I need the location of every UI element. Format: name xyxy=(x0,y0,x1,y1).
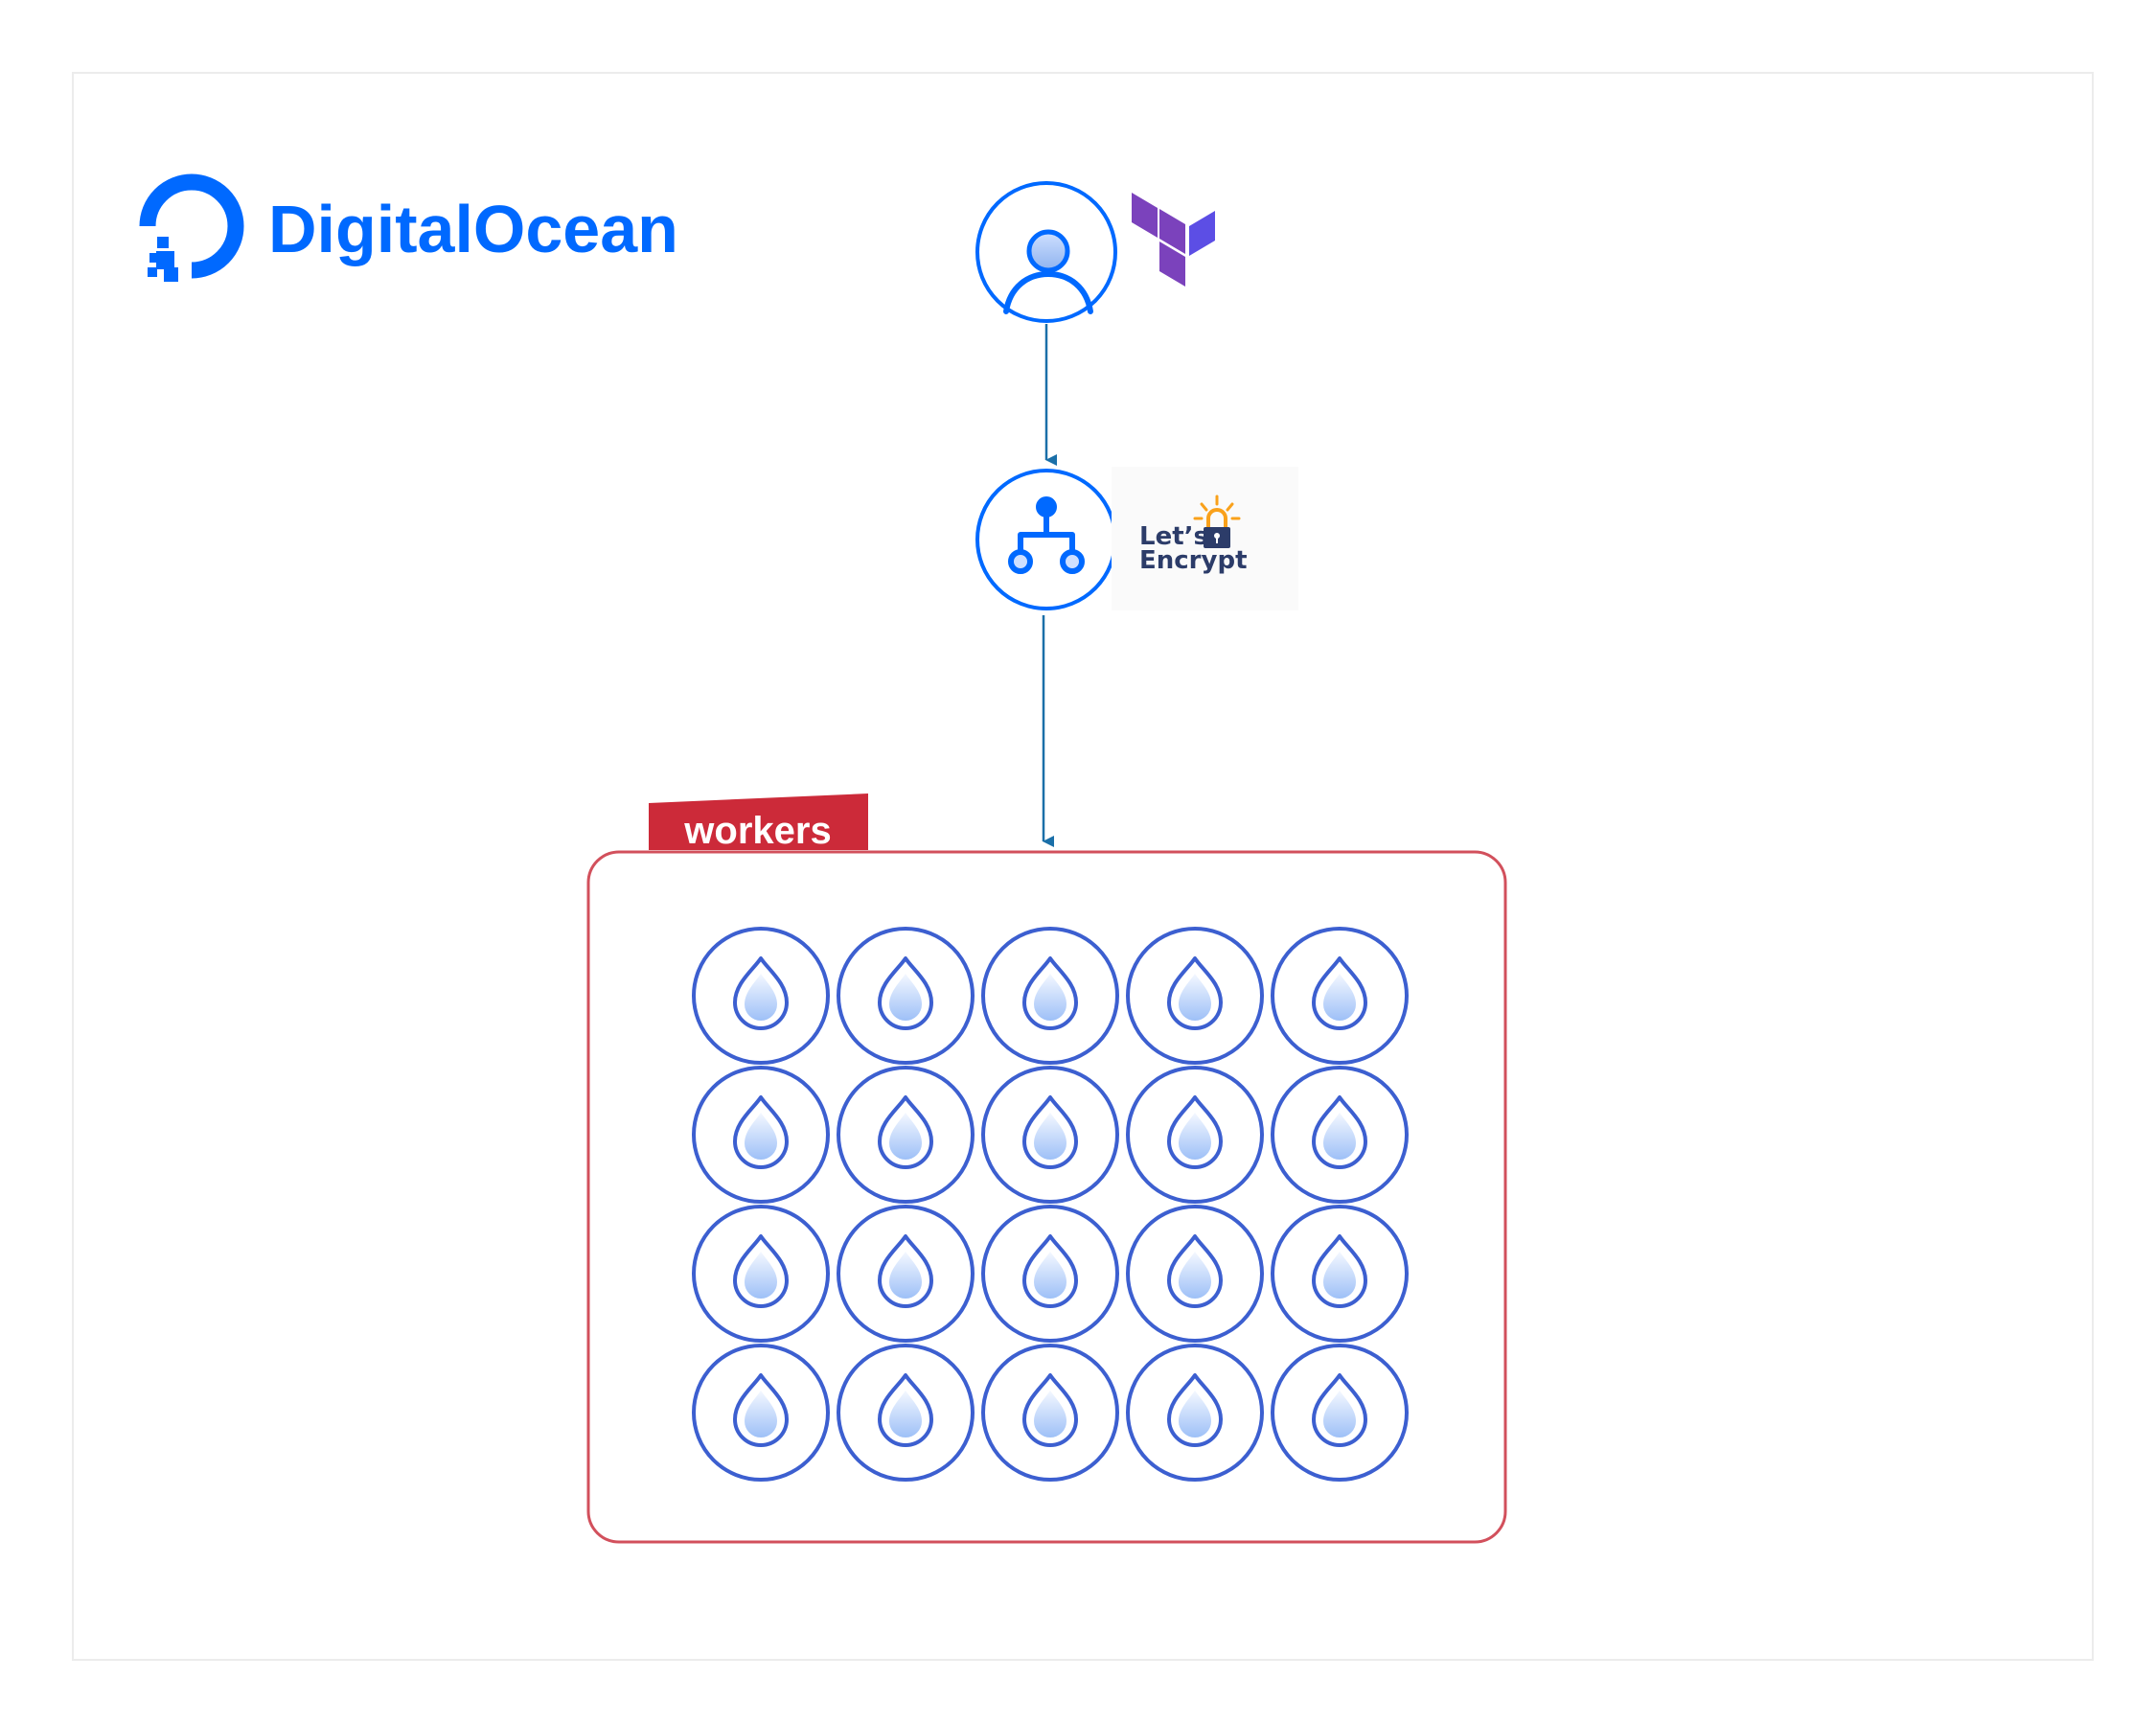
droplet-icon xyxy=(981,1205,1119,1343)
terraform-logo-icon xyxy=(1132,193,1215,287)
droplet-icon xyxy=(981,1344,1119,1482)
digitalocean-logo: DigitalOcean xyxy=(139,173,678,282)
user-icon xyxy=(1003,229,1093,314)
droplet-icon xyxy=(692,1344,830,1482)
workers-group: workers xyxy=(586,794,1507,1544)
droplet-icon xyxy=(837,1344,975,1482)
droplet-icon xyxy=(1126,1066,1264,1204)
droplet-icon xyxy=(692,927,830,1065)
load-balancer-icon xyxy=(1008,496,1085,574)
lets-encrypt-badge: Let’s Encrypt xyxy=(1112,467,1298,610)
load-balancer-node xyxy=(975,469,1117,610)
droplet-icon xyxy=(1271,1344,1409,1482)
droplet-icon xyxy=(981,927,1119,1065)
droplet-icon xyxy=(981,1066,1119,1204)
workers-label: workers xyxy=(683,810,831,852)
digitalocean-logo-icon xyxy=(139,173,244,282)
lets-encrypt-line1: Let’s xyxy=(1139,522,1208,551)
droplet-icon xyxy=(837,927,975,1065)
droplet-icon xyxy=(1271,927,1409,1065)
droplet-icon xyxy=(1271,1205,1409,1343)
droplet-icon xyxy=(1126,1344,1264,1482)
droplet-icon xyxy=(1126,1205,1264,1343)
workers-label-tab xyxy=(649,794,868,850)
droplet-icon xyxy=(837,1066,975,1204)
brand-name: DigitalOcean xyxy=(268,192,678,266)
droplet-icon xyxy=(692,1066,830,1204)
droplet-icon xyxy=(837,1205,975,1343)
padlock-icon xyxy=(1193,494,1241,548)
user-node xyxy=(975,181,1117,323)
droplet-icon xyxy=(1126,927,1264,1065)
diagram-frame xyxy=(72,72,2094,1661)
droplet-icon xyxy=(692,1205,830,1343)
droplet-icon xyxy=(1271,1066,1409,1204)
lets-encrypt-line2: Encrypt xyxy=(1139,546,1248,575)
